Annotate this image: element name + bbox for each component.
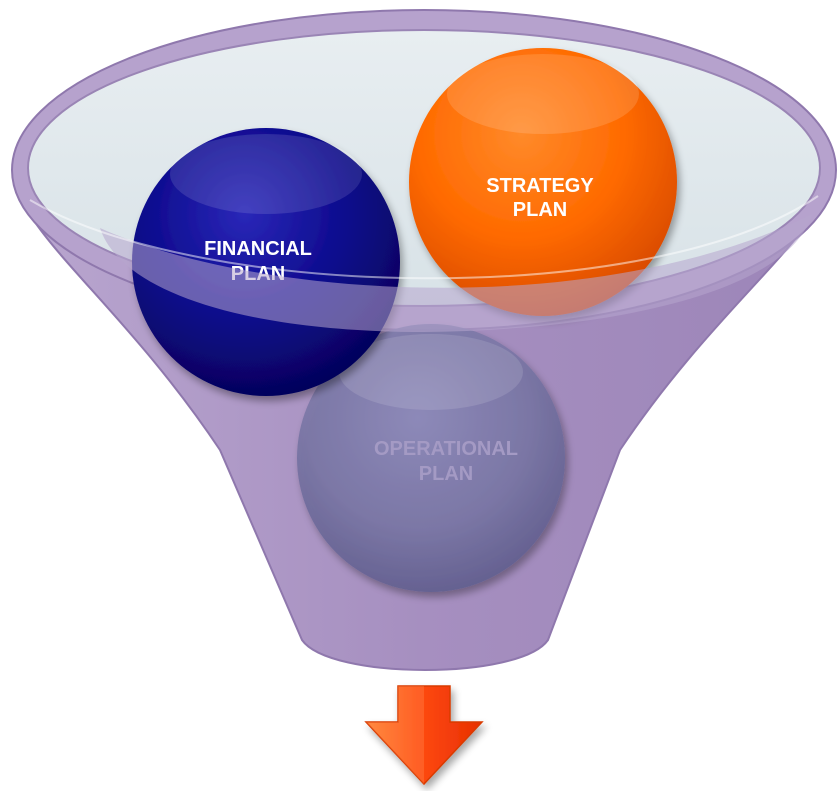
funnel-liquid-overlay [100,214,812,332]
financial-plan-circle [132,128,400,396]
operational-plan-circle [297,324,565,592]
funnel-glass-highlight [29,195,819,280]
down-arrow-icon [364,685,484,786]
strategy-plan-circle [409,48,677,316]
strategy-plan-label-line2: PLAN [513,199,567,221]
financial-plan-label-line1: FINANCIAL [204,238,312,260]
operational-plan-label-line2: PLAN [419,463,473,485]
operational-plan-label-line1: OPERATIONAL [374,438,518,460]
strategy-plan-label-line1: STRATEGY [486,175,594,197]
